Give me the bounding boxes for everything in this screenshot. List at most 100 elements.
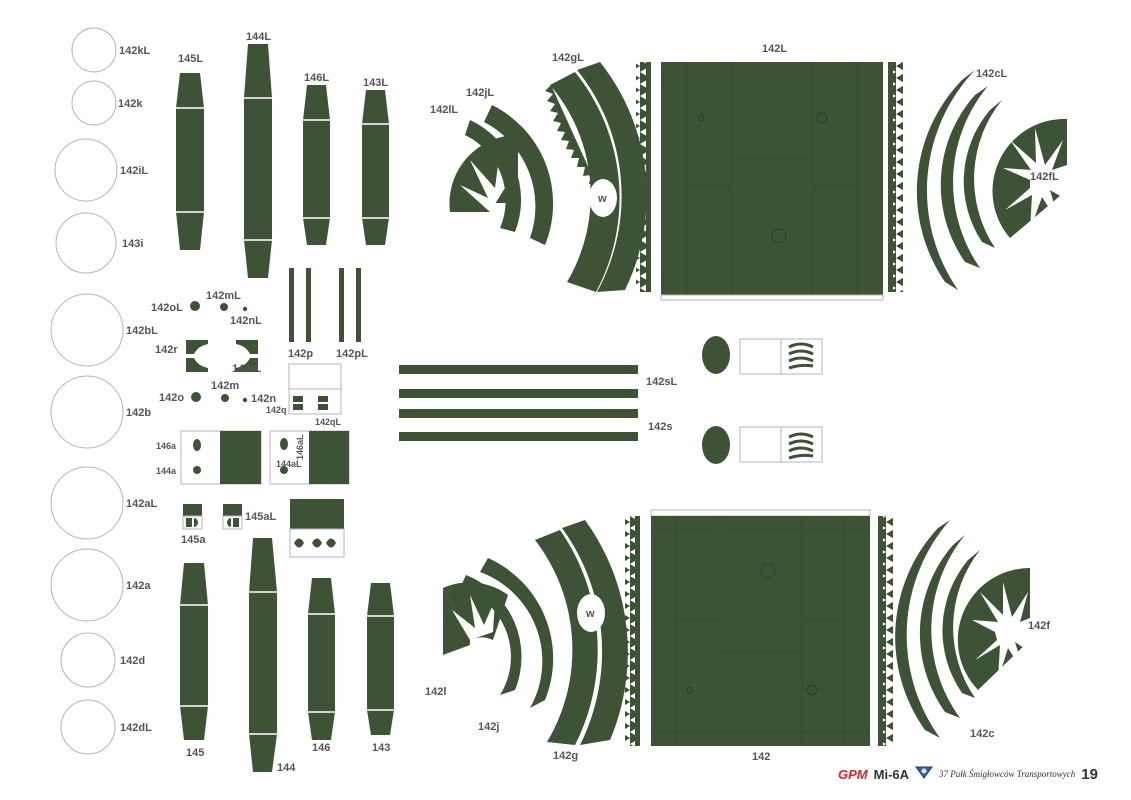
label-142j: 142j [478,721,499,733]
label-142oL: 142oL [151,302,183,314]
part-142q [288,363,342,415]
label-144: 144 [277,762,296,774]
part-146aL-144aL [269,430,350,485]
label-142qL: 142qL [315,417,342,427]
part-142m [221,394,229,402]
w-bottom-text: w [585,608,595,620]
label-142bL: 142bL [126,325,158,337]
part-142rL [236,340,258,372]
part-142cL-inner [963,100,1002,248]
strip-146 [308,578,335,740]
part-142L-zig-left [636,62,646,292]
part-142aL [50,466,124,540]
strips-142s [399,409,638,441]
part-oval-upper [702,336,730,374]
label-143: 143 [372,742,390,754]
strip-145 [180,563,208,740]
part-142-zig-right [883,516,893,746]
part-142c-mid [919,535,965,718]
part-142cL-outer [916,70,975,290]
strip-146L [303,85,330,245]
part-142g-outer [562,520,628,745]
part-142b [50,375,124,449]
page-number: 19 [1081,765,1098,783]
label-142g: 142g [553,750,578,762]
label-142f: 142f [1028,620,1050,632]
strip-143 [367,583,394,735]
label-142m: 142m [211,380,239,392]
model-name: Mi-6A [873,766,910,782]
part-142jL-inner [465,120,522,232]
label-142jL: 142jL [466,87,494,99]
circle-parts [50,27,124,755]
part-142bL [50,293,124,367]
part-142nL [242,306,248,312]
label-142r: 142r [155,344,178,356]
part-142k [71,80,117,126]
part-142d [60,632,116,688]
part-142pL-b [356,268,361,342]
part-142L-zig-right [893,62,903,292]
label-143i: 143i [122,238,143,250]
label-142nL: 142nL [230,315,262,327]
strip-144 [249,538,277,772]
part-142dL [60,699,116,755]
part-142r [186,340,208,372]
part-142cL-mid [940,86,988,268]
label-142cL: 142cL [976,68,1007,80]
part-142L-stub-left [646,62,651,292]
part-142o [191,392,201,402]
label-142dL: 142dL [120,722,152,734]
label-142l: 142l [425,686,446,698]
label-144L: 144L [246,31,271,43]
part-145a [182,504,203,530]
part-box-curves [289,499,345,558]
part-142L-stub-right [888,62,893,292]
part-142j-inner [460,575,522,695]
w-top-text: w [597,193,607,205]
label-142aL: 142aL [126,498,157,510]
part-142L [660,62,884,301]
label-144a: 144a [156,466,177,476]
unit-emblem-icon [915,765,933,784]
strip-143L [362,90,389,245]
part-142-zig-left [625,516,635,746]
label-142s: 142s [648,421,672,433]
label-142rL: 142rL [232,363,262,375]
label-142n: 142n [251,393,276,405]
part-142jL [484,105,554,245]
label-145a: 145a [181,534,206,546]
strip-145L [176,73,204,250]
w-marking-top [589,179,617,217]
label-142p: 142p [288,348,313,360]
label-142b: 142b [126,407,151,419]
label-142iL: 142iL [120,165,148,177]
part-142g [535,530,598,745]
label-142k: 142k [118,98,143,110]
part-142oL [190,301,200,311]
label-142L: 142L [762,43,787,55]
label-142a: 142a [126,580,151,592]
part-142p-b [306,268,311,342]
label-146L: 146L [304,72,329,84]
label-142sL: 142sL [646,376,677,388]
label-142d: 142d [120,655,145,667]
label-142: 142 [752,751,770,763]
part-142j-outer [480,558,554,708]
footer: GPM Mi-6A 37 Pułk Śmigłowców Transportow… [838,764,1098,784]
label-142q: 142q [266,405,287,415]
label-142mL: 142mL [206,290,241,302]
brand-logo: GPM [838,766,868,782]
label-145: 145 [186,747,204,759]
label-142fL: 142fL [1030,171,1059,183]
part-wave-box-lower [739,426,823,463]
part-142c-outer [895,520,950,738]
part-142mL [220,303,228,311]
part-142-stub-right [878,516,883,746]
part-142p-a [289,268,294,342]
label-145L: 145L [178,53,203,65]
w-marking-bottom [577,594,605,632]
label-146: 146 [312,742,330,754]
label-142kL: 142kL [119,45,150,57]
label-145aL: 145aL [245,511,276,523]
